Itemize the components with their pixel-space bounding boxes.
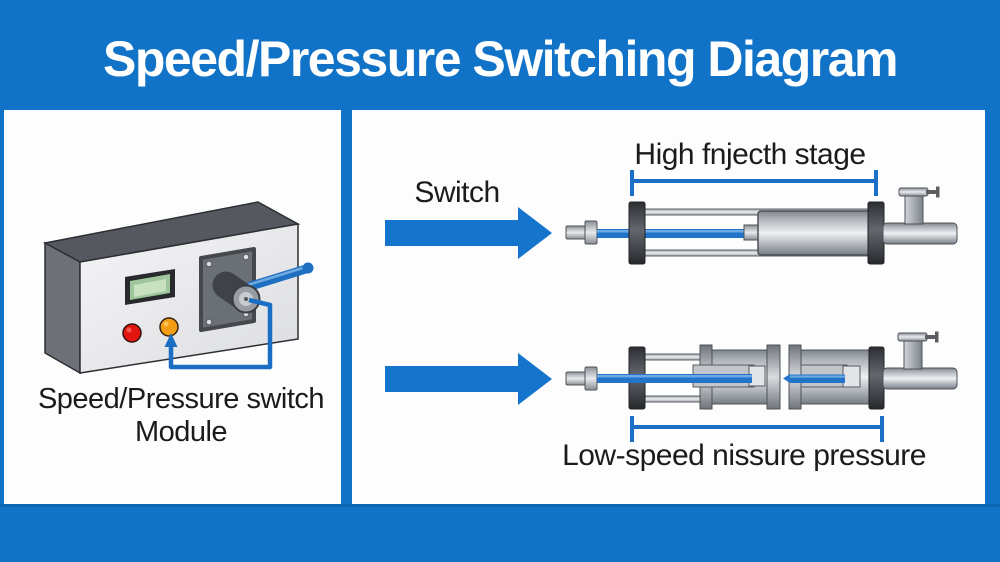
- cylinder-stage-two: [783, 344, 885, 410]
- dimension-tick-left: [630, 170, 634, 196]
- stage-two-rod-blue: [783, 374, 790, 383]
- dimension-tick-right: [880, 416, 884, 442]
- module-label-line2: Module: [134, 416, 228, 448]
- bottom-dimension-line: [630, 416, 884, 442]
- port-fitting: [897, 331, 939, 370]
- tie-rod-bottom: [644, 395, 702, 403]
- wire-path: [168, 297, 273, 370]
- orange-button: [159, 317, 179, 337]
- switch-knob: [212, 262, 314, 314]
- module-side-face: [44, 241, 81, 375]
- outlet-shaft: [882, 367, 958, 390]
- port-stem: [903, 339, 923, 370]
- red-button: [122, 323, 142, 343]
- end-cap-right: [867, 201, 885, 265]
- port-pin-bar: [935, 331, 939, 343]
- dimension-tick-left: [630, 416, 634, 442]
- piston-head: [842, 365, 861, 388]
- port-flange: [898, 187, 929, 197]
- knob-shaft-highlight: [236, 265, 308, 290]
- piston-body: [757, 210, 871, 256]
- rod-tip: [565, 225, 587, 240]
- orange-button-highlight: [163, 321, 169, 327]
- cylinder-compressed: [565, 331, 958, 410]
- page-title: Speed/Pressure Switching Diagram: [103, 31, 898, 87]
- rod-tip: [565, 371, 587, 386]
- port-pin: [925, 335, 937, 339]
- right-panel: [352, 110, 985, 504]
- top-row: [385, 170, 958, 265]
- top-dimension-line: [630, 170, 878, 196]
- footer-bar: [0, 504, 1000, 562]
- knob-shaft-tip: [302, 262, 314, 274]
- bottom-row-label: Low-speed nissure pressure: [562, 439, 926, 472]
- wire-arrowhead-icon: [164, 333, 178, 347]
- port-stem: [904, 194, 924, 225]
- red-button-highlight: [126, 327, 132, 333]
- knob-face-center: [244, 297, 248, 301]
- port-fitting: [898, 186, 940, 225]
- connection-wire: [164, 297, 273, 370]
- top-row-label: High fnjecth stage: [634, 138, 866, 171]
- bottom-row: [385, 331, 958, 442]
- screw: [242, 253, 250, 261]
- dimension-bar: [632, 425, 883, 429]
- piston-rod-blue: [597, 229, 745, 238]
- screw: [205, 318, 213, 326]
- stage-two-rod-blue-bar: [790, 374, 845, 383]
- port-pin: [926, 190, 938, 194]
- rod-collar: [584, 366, 598, 391]
- dimension-tick-right: [874, 170, 878, 196]
- switch-label: Switch: [414, 176, 500, 209]
- piston-rod-highlight: [597, 230, 745, 233]
- cylinder-extended: [565, 186, 958, 265]
- stage-two-rod-highlight: [790, 375, 845, 378]
- end-cap-right: [868, 346, 885, 410]
- plate-screws: [205, 253, 250, 326]
- switch-arrow-icon: [385, 207, 552, 259]
- port-pin-bar: [936, 186, 940, 198]
- flange-right: [766, 344, 781, 410]
- port-flange: [897, 332, 928, 342]
- switch-arrow-icon: [385, 353, 552, 405]
- switch-module-illustration: [42, 201, 314, 375]
- piston-rod-blue: [597, 374, 752, 383]
- screw: [205, 260, 213, 268]
- outlet-shaft: [882, 222, 958, 245]
- module-label-line1: Speed/Pressure switch: [37, 383, 325, 415]
- piston-rod-highlight: [597, 375, 752, 378]
- lcd-display-inner: [134, 279, 166, 297]
- tie-rod-top: [644, 353, 702, 361]
- rod-collar: [584, 220, 598, 245]
- dimension-bar: [632, 179, 877, 183]
- end-cap-left: [628, 201, 646, 265]
